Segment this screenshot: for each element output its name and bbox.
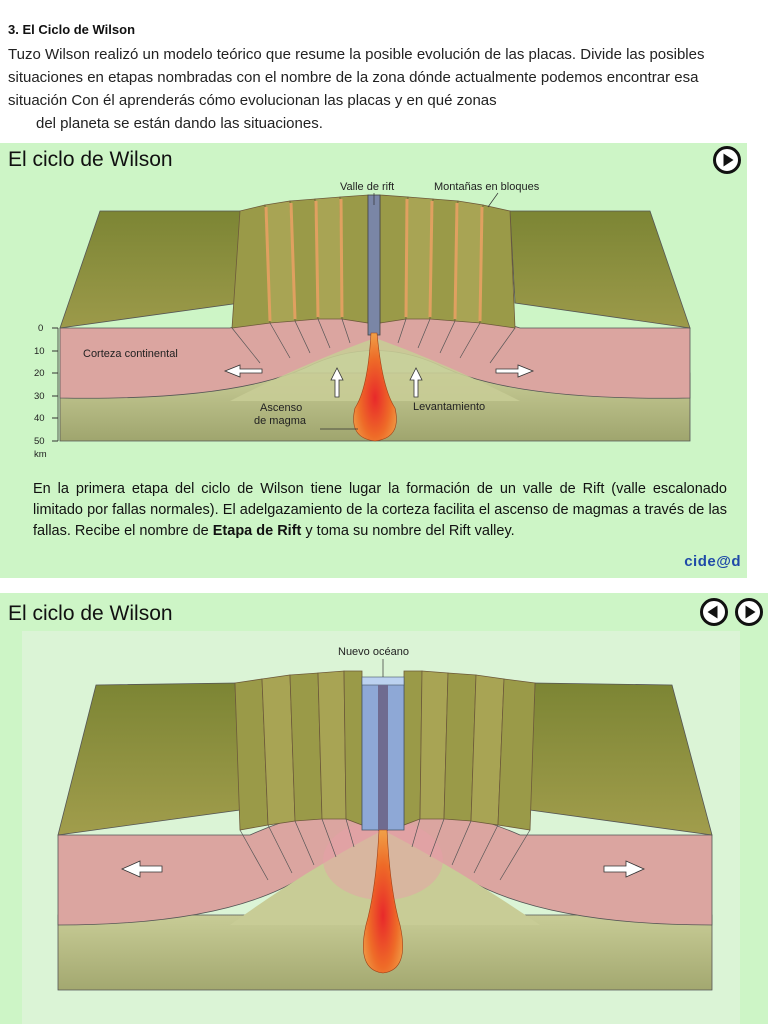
label-continental-crust: Corteza continental <box>83 348 178 360</box>
depth-tick: 0 <box>38 323 43 334</box>
play-next-icon <box>713 146 741 174</box>
depth-tick: 40 <box>34 413 45 424</box>
rift-stage-diagram: Valle de rift Montañas en bloques Cortez… <box>0 173 747 461</box>
label-magma-ascent-2: de magma <box>254 415 307 427</box>
uplift-arrow-right-icon <box>409 367 423 398</box>
wilson-cycle-panel-2: El ciclo de Wilson <box>0 593 768 1024</box>
next-button[interactable] <box>734 597 764 627</box>
intro-paragraph: Tuzo Wilson realizó un modelo teórico qu… <box>8 43 760 135</box>
panel-2-title: El ciclo de Wilson <box>8 602 173 625</box>
label-block-mountains: Montañas en bloques <box>434 181 540 193</box>
left-arrow-icon <box>121 860 163 878</box>
crust-fault-lines <box>239 818 531 881</box>
label-new-ocean: Nuevo océano <box>338 646 409 658</box>
extension-arrows <box>121 860 645 878</box>
new-ocean-diagram: Nuevo océano <box>0 625 768 1024</box>
intro-text-indented: del planeta se están dando las situacion… <box>36 115 323 132</box>
depth-tick: 30 <box>34 391 45 402</box>
extension-arrows <box>223 364 535 398</box>
panel-1-caption: En la primera etapa del ciclo de Wilson … <box>33 479 727 542</box>
label-rift-valley: Valle de rift <box>340 181 394 193</box>
ocean-ridge <box>378 685 388 831</box>
label-magma-ascent-1: Ascenso <box>260 402 302 414</box>
rift-diagram-svg: Valle de rift Montañas en bloques Cortez… <box>34 181 691 460</box>
wilson-cycle-panel-1: El ciclo de Wilson <box>0 143 747 578</box>
intro-text-main: Tuzo Wilson realizó un modelo teórico qu… <box>8 46 705 109</box>
caption-bold-term: Etapa de Rift <box>212 523 302 539</box>
depth-tick: 10 <box>34 346 45 357</box>
right-plateau <box>509 210 691 329</box>
depth-tick: 50 <box>34 436 45 447</box>
caption-part-1: En la primera etapa del ciclo de Wilson … <box>33 481 727 539</box>
right-arrow-icon <box>495 364 535 378</box>
fault-scarps <box>264 198 484 322</box>
previous-button[interactable] <box>699 597 729 627</box>
depth-axis: 0 10 20 30 40 50 km <box>34 323 59 460</box>
uplift-arrow-left-icon <box>330 367 344 398</box>
depth-unit: km <box>34 449 47 460</box>
cidead-logo: cide@d <box>684 553 741 570</box>
section-heading: 3. El Ciclo de Wilson <box>8 22 136 37</box>
left-arrow-icon <box>223 364 263 378</box>
label-uplift: Levantamiento <box>413 401 485 413</box>
play-previous-icon <box>700 598 728 626</box>
right-arrow-icon <box>603 860 645 878</box>
next-button[interactable] <box>712 145 742 175</box>
magma-chamber <box>353 332 397 442</box>
rift-valley-channel <box>367 194 381 336</box>
panel-1-title: El ciclo de Wilson <box>8 148 173 171</box>
play-next-icon <box>735 598 763 626</box>
leader-lines <box>320 192 499 430</box>
magma-chamber <box>363 829 403 974</box>
ocean-surface <box>361 676 405 686</box>
left-plateau <box>59 210 241 329</box>
crust-fault-lines <box>231 318 516 364</box>
caption-part-2: y toma su nombre del Rift valley. <box>301 523 515 539</box>
depth-tick: 20 <box>34 368 45 379</box>
new-ocean-diagram-svg: Nuevo océano <box>22 631 740 1024</box>
intro-section: 3. El Ciclo de Wilson Tuzo Wilson realiz… <box>8 22 760 135</box>
